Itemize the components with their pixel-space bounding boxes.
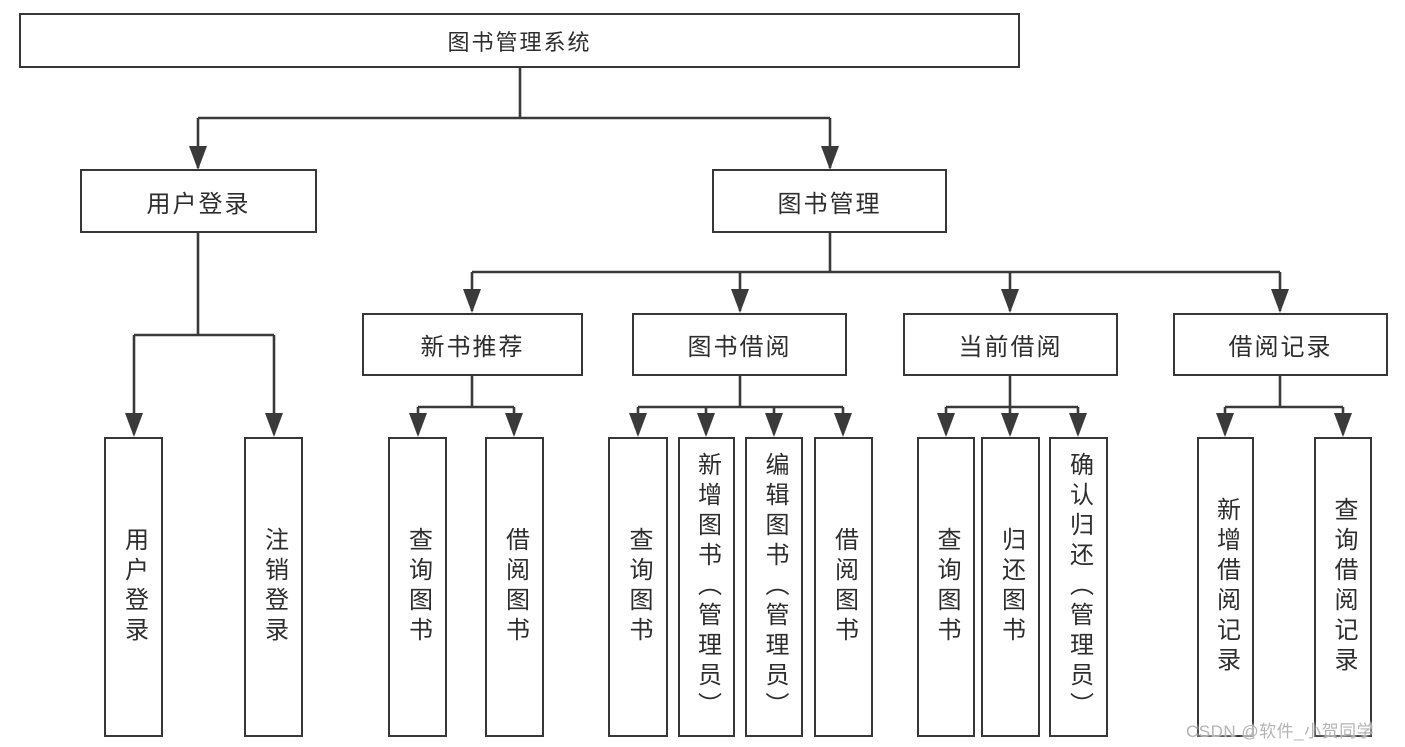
leaf-query-books-recommend: 查询图书: [388, 437, 447, 737]
leaf-return-books: 归还图书: [981, 437, 1040, 737]
leaf-label: 新增图书（管理员）: [693, 452, 721, 722]
node-label: 当前借阅: [958, 334, 1063, 361]
node-new-book-recommend: 新书推荐: [362, 313, 583, 376]
leaf-label: 查询借阅记录: [1330, 497, 1357, 677]
node-borrow-records: 借阅记录: [1173, 313, 1388, 376]
node-current-borrow: 当前借阅: [903, 313, 1118, 376]
leaf-borrow-books: 借阅图书: [814, 437, 873, 737]
node-book-management: 图书管理: [712, 169, 947, 233]
leaf-label: 查询图书: [625, 527, 652, 647]
leaf-add-borrow-record: 新增借阅记录: [1197, 437, 1254, 737]
leaf-logout: 注销登录: [244, 437, 303, 737]
leaf-label: 用户登录: [120, 527, 148, 647]
connector-lines: [132, 68, 1345, 434]
csdn-watermark: CSDN @软件_小贺同学: [1186, 722, 1375, 741]
node-label: 新书推荐: [420, 334, 525, 361]
node-label: 用户登录: [146, 190, 251, 218]
node-library-management-system: 图书管理系统: [19, 13, 1020, 68]
node-user-login: 用户登录: [80, 169, 317, 233]
node-label: 图书管理: [777, 190, 882, 218]
leaf-add-books-admin: 新增图书（管理员）: [678, 437, 735, 737]
leaf-label: 查询图书: [404, 527, 432, 647]
leaf-label: 借阅图书: [830, 527, 858, 647]
node-book-borrow: 图书借阅: [632, 313, 847, 376]
leaf-query-borrow-record: 查询借阅记录: [1314, 437, 1372, 737]
node-label: 图书管理系统: [447, 29, 592, 55]
leaf-borrow-books-recommend: 借阅图书: [485, 437, 544, 737]
node-label: 借阅记录: [1228, 334, 1333, 361]
leaf-user-login: 用户登录: [104, 437, 163, 737]
leaf-label: 查询图书: [933, 527, 960, 647]
leaf-label: 编辑图书（管理员）: [761, 452, 788, 722]
node-label: 图书借阅: [687, 334, 792, 361]
leaf-confirm-return-admin: 确认归还（管理员）: [1049, 437, 1108, 737]
leaf-query-books-borrow: 查询图书: [608, 437, 668, 737]
leaf-label: 确认归还（管理员）: [1065, 452, 1093, 722]
leaf-edit-books-admin: 编辑图书（管理员）: [745, 437, 803, 737]
leaf-label: 借阅图书: [501, 527, 529, 647]
leaf-label: 归还图书: [997, 527, 1025, 647]
leaf-query-books-current: 查询图书: [917, 437, 975, 737]
leaf-label: 新增借阅记录: [1212, 497, 1240, 677]
leaf-label: 注销登录: [260, 527, 288, 647]
